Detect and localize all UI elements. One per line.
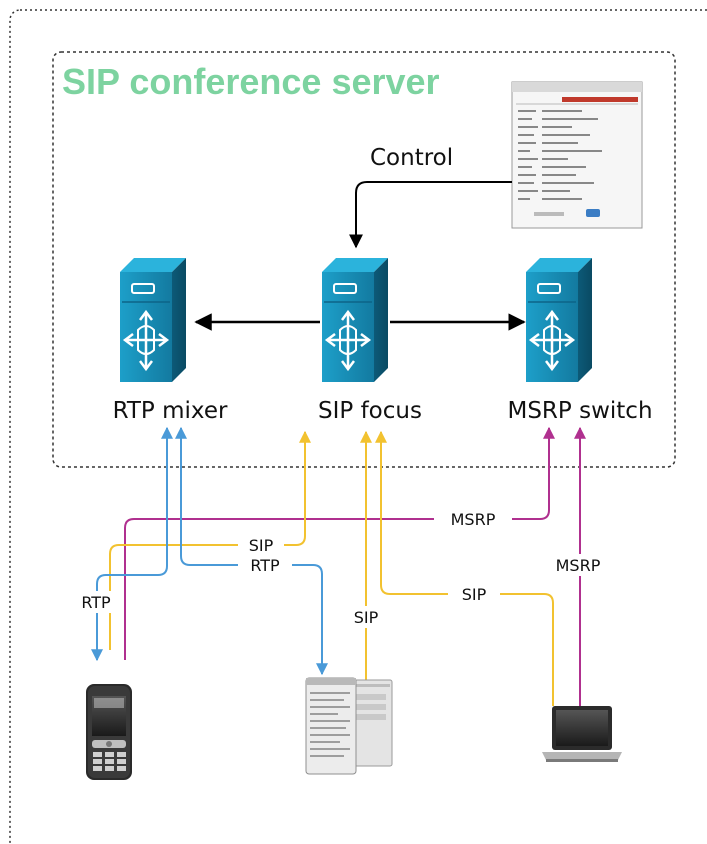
msrp-phone-label: MSRP bbox=[451, 510, 496, 529]
sip-laptop-label: SIP bbox=[462, 585, 487, 604]
rtp-phone-line bbox=[91, 426, 173, 662]
desktop-client-icon bbox=[305, 677, 393, 775]
msrp-switch-server-icon bbox=[524, 256, 594, 384]
rtp-phone-label-group: RTP bbox=[70, 591, 122, 613]
sip-focus-label: SIP focus bbox=[318, 398, 422, 424]
sip-tablet-label-group: SIP bbox=[344, 606, 388, 628]
rtp-phone-label: RTP bbox=[81, 593, 111, 612]
msrp-phone-label-group: MSRP bbox=[434, 508, 512, 530]
sip-laptop-line bbox=[375, 430, 554, 706]
sip-focus-server-icon bbox=[320, 256, 390, 384]
rtp-tablet-label: RTP bbox=[250, 556, 280, 575]
mobile-phone-icon bbox=[86, 684, 132, 780]
sip-laptop-label-group: SIP bbox=[448, 583, 500, 605]
laptop-icon bbox=[542, 706, 622, 762]
msrp-laptop-label: MSRP bbox=[556, 556, 601, 575]
rtp-tablet-label-group: RTP bbox=[238, 555, 292, 575]
rtp-mixer-server-icon bbox=[118, 256, 188, 384]
control-label: Control bbox=[370, 145, 453, 171]
sip-tablet-label: SIP bbox=[354, 608, 379, 627]
conference-server-boundary bbox=[52, 51, 676, 468]
web-admin-screenshot bbox=[511, 81, 643, 229]
msrp-laptop-label-group: MSRP bbox=[544, 554, 612, 576]
control-arrow bbox=[349, 181, 512, 249]
sip-phone-label: SIP bbox=[249, 536, 274, 555]
msrp-switch-label: MSRP switch bbox=[507, 398, 652, 424]
rtp-mixer-label: RTP mixer bbox=[113, 398, 228, 424]
sip-phone-label-group: SIP bbox=[238, 535, 284, 555]
diagram-title: SIP conference server bbox=[62, 61, 440, 102]
